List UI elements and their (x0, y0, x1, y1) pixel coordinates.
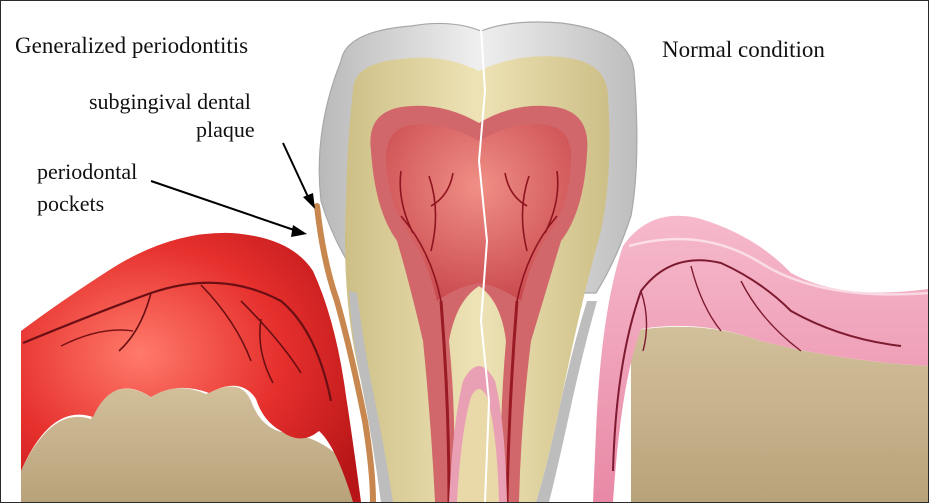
generalized-periodontitis-title: Generalized periodontitis (15, 34, 248, 57)
periodontal-pockets-label-line1: periodontal (37, 161, 137, 183)
arrow-pockets (151, 181, 307, 237)
arrow-plaque (283, 143, 315, 209)
normal-condition-title: Normal condition (662, 38, 825, 61)
subgingival-plaque-label-line2: plaque (196, 119, 255, 141)
periodontal-pockets-label-line2: pockets (37, 193, 104, 215)
subgingival-plaque-label-line1: subgingival dental (89, 91, 251, 113)
